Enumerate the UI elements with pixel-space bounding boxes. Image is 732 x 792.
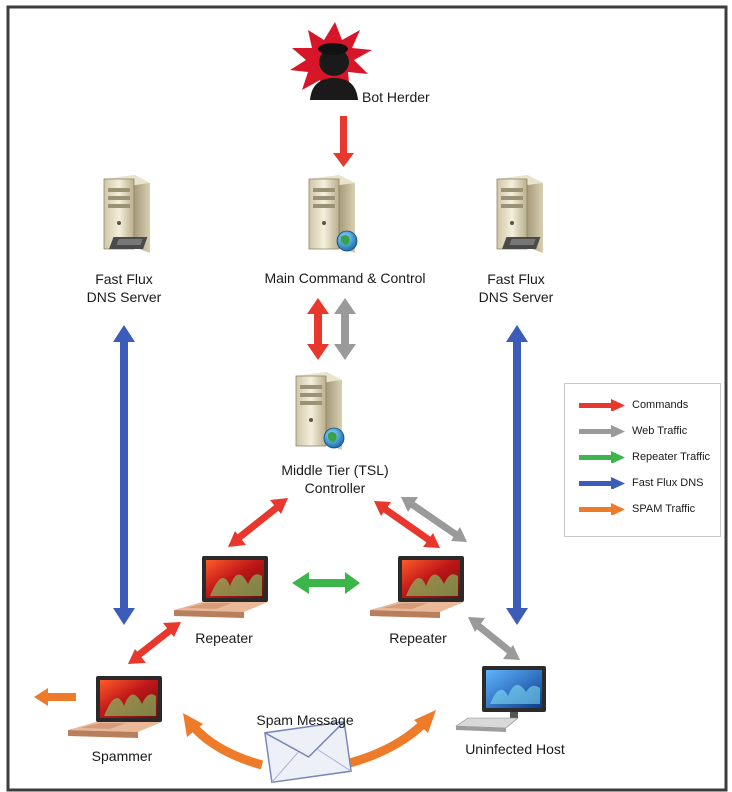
main-cc-label: Main Command & Control — [264, 270, 426, 286]
laptop-icon — [370, 556, 464, 618]
uninfected-host-label: Uninfected Host — [465, 741, 565, 757]
arrow-spam-curve-left — [183, 713, 264, 770]
legend-label: Repeater Traffic — [632, 451, 711, 463]
server-tower-icon — [103, 175, 150, 253]
arrow-spam-outgoing — [34, 688, 76, 706]
arrow-commands-middle-repeater-right — [374, 501, 440, 548]
globe-badge-icon — [336, 230, 358, 252]
arrow-dns-left — [113, 325, 135, 625]
envelope-icon — [264, 720, 352, 784]
arrow-icon — [579, 477, 625, 489]
arrow-spam-curve-right — [340, 710, 436, 770]
arrow-commands-herder-to-cc — [333, 116, 354, 167]
server-tower-icon — [308, 175, 358, 253]
arrow-icon — [579, 399, 625, 411]
middle-tier-label-line1: Middle Tier (TSL) — [281, 462, 389, 478]
arrow-commands-middle-repeater-left — [228, 498, 288, 547]
arrow-icon — [579, 503, 625, 515]
spam-message-label: Spam Message — [256, 712, 354, 728]
dns-left-label-line2: DNS Server — [86, 289, 162, 305]
repeater-left-label: Repeater — [195, 630, 253, 646]
legend: Commands Web Traffic Repeater Traffic Fa… — [564, 383, 721, 537]
arrow-web-cc-middle — [334, 298, 356, 360]
laptop-icon — [174, 556, 268, 618]
legend-label: Web Traffic — [632, 425, 688, 437]
outer-border — [6, 5, 728, 792]
arrow-commands-repeater-spammer — [128, 622, 181, 664]
spammer-label: Spammer — [91, 748, 153, 764]
middle-tier-label-line2: Controller — [304, 480, 366, 496]
desktop-monitor-icon — [455, 666, 546, 732]
globe-badge-icon — [323, 427, 345, 449]
arrow-dns-right — [506, 325, 528, 625]
laptop-icon — [68, 676, 162, 738]
arrow-icon — [579, 451, 625, 463]
hooded-hacker-icon — [290, 22, 372, 100]
server-tower-icon — [496, 175, 543, 253]
repeater-right-label: Repeater — [389, 630, 447, 646]
dns-left-label-line1: Fast Flux — [95, 271, 153, 287]
legend-label: Commands — [632, 399, 689, 411]
server-tower-icon — [295, 372, 345, 450]
arrow-web-middle-repeater-right — [401, 497, 467, 542]
legend-label: SPAM Traffic — [632, 503, 696, 515]
arrow-icon — [579, 425, 625, 437]
dns-right-label-line2: DNS Server — [478, 289, 554, 305]
arrow-commands-cc-middle — [307, 298, 329, 360]
arrow-repeater-traffic — [292, 572, 360, 594]
legend-label: Fast Flux DNS — [632, 477, 704, 489]
bot-herder-label: Bot Herder — [362, 89, 430, 105]
arrow-web-repeater-uninfected — [468, 617, 520, 660]
dns-right-label-line1: Fast Flux — [487, 271, 545, 287]
